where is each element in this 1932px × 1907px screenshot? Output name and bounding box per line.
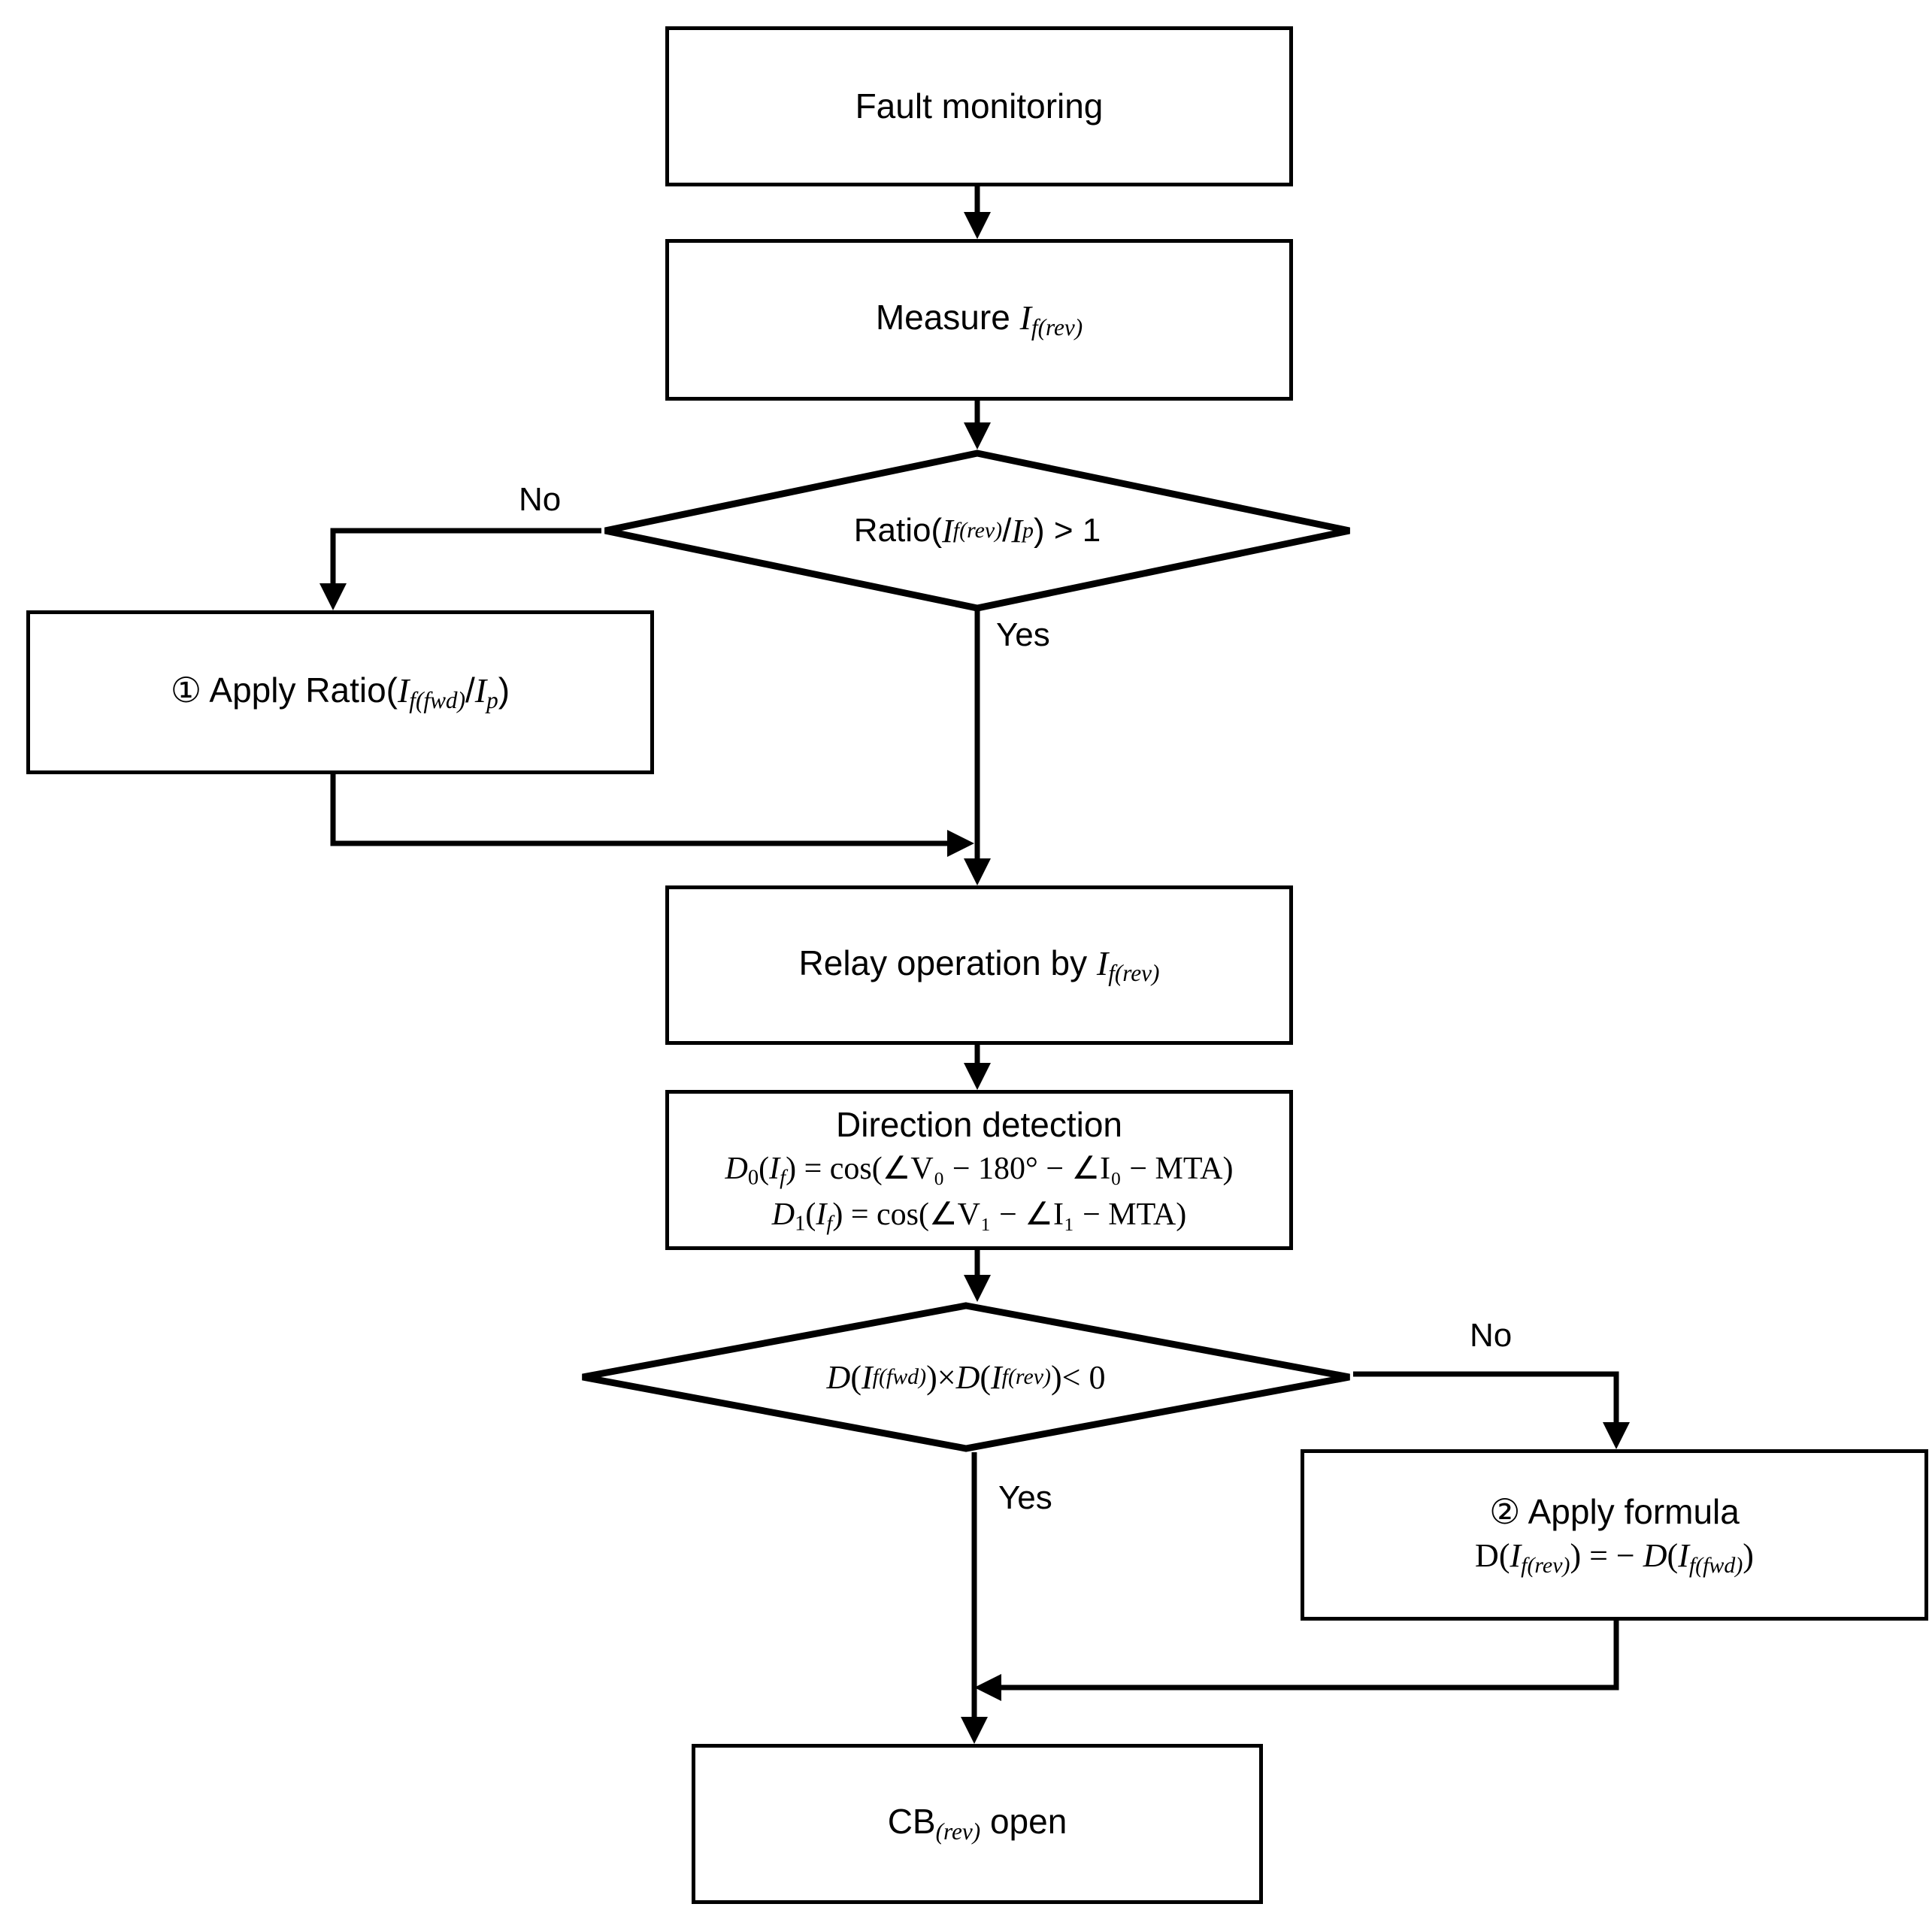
node-apply-ratio[interactable]: ① Apply Ratio(If(fwd)/Ip) <box>26 610 654 774</box>
apply-formula-stack: ② Apply formula D(If(rev)) = − D(If(fwd)… <box>1475 1491 1754 1579</box>
node-measure-prefix: Measure <box>875 298 1020 338</box>
af-rhs-sub: f(fwd) <box>1688 1552 1743 1578</box>
node-fault-monitoring-label: Fault monitoring <box>855 86 1104 126</box>
edge-label-ratio-yes: Yes <box>996 616 1050 653</box>
direction-detection-formula-0: D0(If) = cos(∠V₀ − 180° − ∠I₀ − MTA) <box>725 1152 1234 1190</box>
node-direction-detection[interactable]: Direction detection D0(If) = cos(∠V₀ − 1… <box>665 1090 1293 1250</box>
edge-relay-to-direction <box>964 1045 991 1090</box>
d0-lhs-var: D <box>725 1152 748 1187</box>
d1-arg-var: I <box>816 1197 827 1232</box>
edge-direction-no <box>1353 1371 1630 1449</box>
apply-ratio-marker: ① <box>170 670 202 710</box>
apply-ratio-var1: I <box>397 670 410 710</box>
d0-arg-var: I <box>769 1152 780 1187</box>
direction-detection-stack: Direction detection D0(If) = cos(∠V₀ − 1… <box>725 1104 1234 1236</box>
d1-lhs-var: D <box>771 1197 795 1232</box>
apply-ratio-var2: I <box>474 670 487 710</box>
decision-direction-shape <box>582 1302 1350 1452</box>
cb-sub: (rev) <box>935 1818 981 1845</box>
node-measure[interactable]: Measure If(rev) <box>665 239 1293 401</box>
edge-ratio-no <box>319 528 601 610</box>
apply-ratio-sub2: p <box>486 687 498 714</box>
af-rhs-var: I <box>1678 1537 1689 1575</box>
apply-formula-expression: D(If(rev)) = − D(If(fwd)) <box>1475 1537 1754 1578</box>
d0-rhs: cos(∠V₀ − 180° − ∠I₀ − MTA) <box>829 1152 1234 1187</box>
node-measure-var: I <box>1019 298 1031 338</box>
af-rhs-fn: D <box>1643 1537 1667 1575</box>
cb-lead: CB <box>887 1802 936 1842</box>
edge-direction-to-decision <box>964 1250 991 1302</box>
d0-lhs-sub: 0 <box>747 1166 759 1190</box>
relay-prefix: Relay operation by <box>798 943 1097 982</box>
af-lhs-sub: f(rev) <box>1521 1552 1570 1578</box>
node-fault-monitoring[interactable]: Fault monitoring <box>665 26 1293 186</box>
node-relay-operation-label: Relay operation by If(rev) <box>799 943 1160 987</box>
edge-measure-to-ratio <box>964 401 991 450</box>
d1-lhs-sub: 1 <box>795 1211 806 1235</box>
cb-tail: open <box>980 1802 1067 1842</box>
relay-sub: f(rev) <box>1108 960 1160 987</box>
d1-rhs: cos(∠V₁ − ∠I₁ − MTA) <box>877 1197 1187 1232</box>
node-relay-operation[interactable]: Relay operation by If(rev) <box>665 885 1293 1045</box>
d1-arg-sub: f <box>826 1211 833 1235</box>
node-cb-open-label: CB(rev) open <box>888 1802 1067 1845</box>
direction-detection-title: Direction detection <box>836 1105 1122 1145</box>
node-apply-formula[interactable]: ② Apply formula D(If(rev)) = − D(If(fwd)… <box>1301 1449 1928 1621</box>
af-lhs-var: I <box>1510 1537 1522 1575</box>
edge-apply-ratio-merge <box>330 774 974 857</box>
edge-direction-yes <box>961 1452 988 1744</box>
edge-label-direction-no: No <box>1470 1317 1513 1354</box>
edge-apply-formula-merge <box>974 1620 1619 1701</box>
decision-ratio-shape <box>604 450 1350 612</box>
apply-ratio-sub1: f(fwd) <box>409 687 465 714</box>
node-measure-label: Measure If(rev) <box>876 298 1083 341</box>
af-lhs-fn: D <box>1475 1537 1499 1575</box>
apply-ratio-lead: Apply Ratio( <box>201 670 398 710</box>
node-measure-sub: f(rev) <box>1031 314 1083 341</box>
apply-formula-title: ② Apply formula <box>1489 1492 1740 1532</box>
node-apply-ratio-label: ① Apply Ratio(If(fwd)/Ip) <box>171 670 510 714</box>
relay-var: I <box>1096 943 1109 982</box>
edge-fault-to-measure <box>964 186 991 239</box>
af-eq: = − <box>1581 1537 1643 1575</box>
edge-ratio-yes <box>964 609 991 885</box>
edge-label-direction-yes: Yes <box>998 1479 1052 1516</box>
node-cb-open[interactable]: CB(rev) open <box>692 1744 1263 1904</box>
d0-arg-sub: f <box>780 1166 786 1190</box>
direction-detection-formula-1: D1(If) = cos(∠V₁ − ∠I₁ − MTA) <box>771 1197 1187 1235</box>
edge-label-ratio-no: No <box>519 481 562 518</box>
apply-ratio-tail: ) <box>498 670 510 710</box>
apply-ratio-slash: / <box>465 670 475 710</box>
